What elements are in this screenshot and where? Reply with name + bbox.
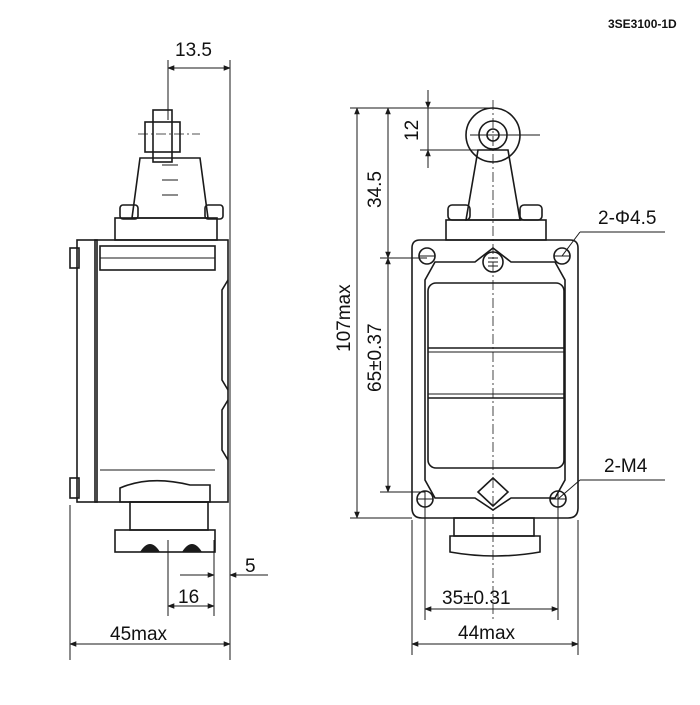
side-view: 13.5 5 16 45max [69, 40, 268, 660]
dim-front-roller-dia: 12 [402, 120, 423, 141]
dim-side-roller-width: 13.5 [175, 40, 212, 61]
dim-side-width: 45max [110, 624, 168, 645]
front-dimensions [350, 90, 665, 655]
front-screw-right [519, 204, 543, 221]
side-roller-arm [131, 109, 209, 219]
model-label: 3SE3100-1D [608, 17, 677, 31]
dim-front-head-height: 34.5 [365, 171, 386, 208]
dim-front-width: 44max [458, 623, 516, 644]
front-head-plate [445, 219, 547, 241]
dim-front-hole-spacing-h: 35±0.31 [442, 588, 511, 609]
side-head-plate [114, 217, 218, 241]
front-roller [465, 107, 540, 221]
side-housing [69, 239, 229, 503]
front-view: 12 34.5 107max 65±0.37 35±0.31 44max 2-Φ… [334, 90, 665, 655]
front-cable-gland [449, 517, 541, 557]
side-screw-right [204, 204, 224, 220]
dim-side-nut-offset: 16 [178, 587, 199, 608]
side-dimensions [69, 60, 268, 660]
dim-front-total-height: 107max [334, 284, 355, 352]
side-screw-left [119, 204, 139, 220]
label-thread-holes: 2-M4 [604, 456, 648, 477]
label-mount-holes: 2-Φ4.5 [598, 208, 656, 229]
dim-front-hole-spacing-v: 65±0.37 [365, 323, 386, 392]
dim-side-gap: 5 [245, 556, 256, 577]
front-housing [411, 239, 579, 519]
front-window [427, 282, 565, 469]
front-mount-holes [418, 247, 571, 265]
side-cable-gland [114, 479, 216, 553]
